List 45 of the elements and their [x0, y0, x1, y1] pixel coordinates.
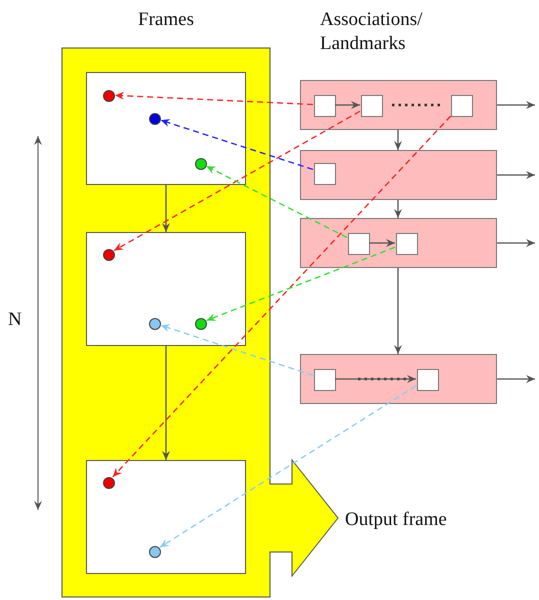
feature-dot — [103, 477, 115, 489]
dashed-arrow — [114, 110, 360, 252]
arrow — [335, 375, 416, 383]
landmark-square — [314, 95, 336, 117]
arrow — [394, 130, 402, 150]
feature-dot — [149, 546, 161, 558]
dashed-arrow — [114, 92, 314, 106]
heading: Frames — [137, 8, 195, 32]
landmark-row — [300, 150, 497, 200]
frame-box — [86, 72, 246, 185]
landmark-square — [417, 369, 439, 391]
landmark-square — [396, 233, 418, 255]
feature-dot — [149, 318, 161, 330]
arrow — [497, 171, 535, 179]
dashed-arrow — [112, 116, 452, 478]
landmark-square — [451, 95, 473, 117]
frame-box — [86, 460, 246, 574]
column-heading: Associations/ Landmarks — [320, 8, 424, 56]
dashed-arrow — [206, 166, 348, 238]
frame-box — [86, 232, 246, 346]
arrow — [497, 239, 535, 247]
dashed-arrow — [206, 246, 396, 322]
arrow — [369, 239, 395, 247]
landmark-square — [314, 369, 336, 391]
dimension-label: N — [8, 308, 22, 332]
feature-dot — [103, 249, 115, 261]
arrow — [162, 346, 170, 460]
landmark-row — [300, 354, 497, 404]
arrow — [394, 200, 402, 218]
landmark-square — [348, 233, 370, 255]
feature-dot — [195, 318, 207, 330]
landmark-square — [361, 95, 383, 117]
arrow — [394, 268, 402, 354]
landmark-row — [300, 80, 497, 130]
arrow — [497, 375, 535, 383]
arrow — [497, 101, 535, 109]
feature-dot — [195, 158, 207, 170]
output-label: Output frame — [345, 508, 447, 532]
dashed-arrow — [160, 385, 416, 548]
feature-dot — [149, 113, 161, 125]
landmark-square — [314, 163, 336, 185]
arrow — [162, 185, 170, 232]
arrow — [335, 101, 360, 109]
feature-dot — [103, 90, 115, 102]
landmark-row — [300, 218, 497, 268]
